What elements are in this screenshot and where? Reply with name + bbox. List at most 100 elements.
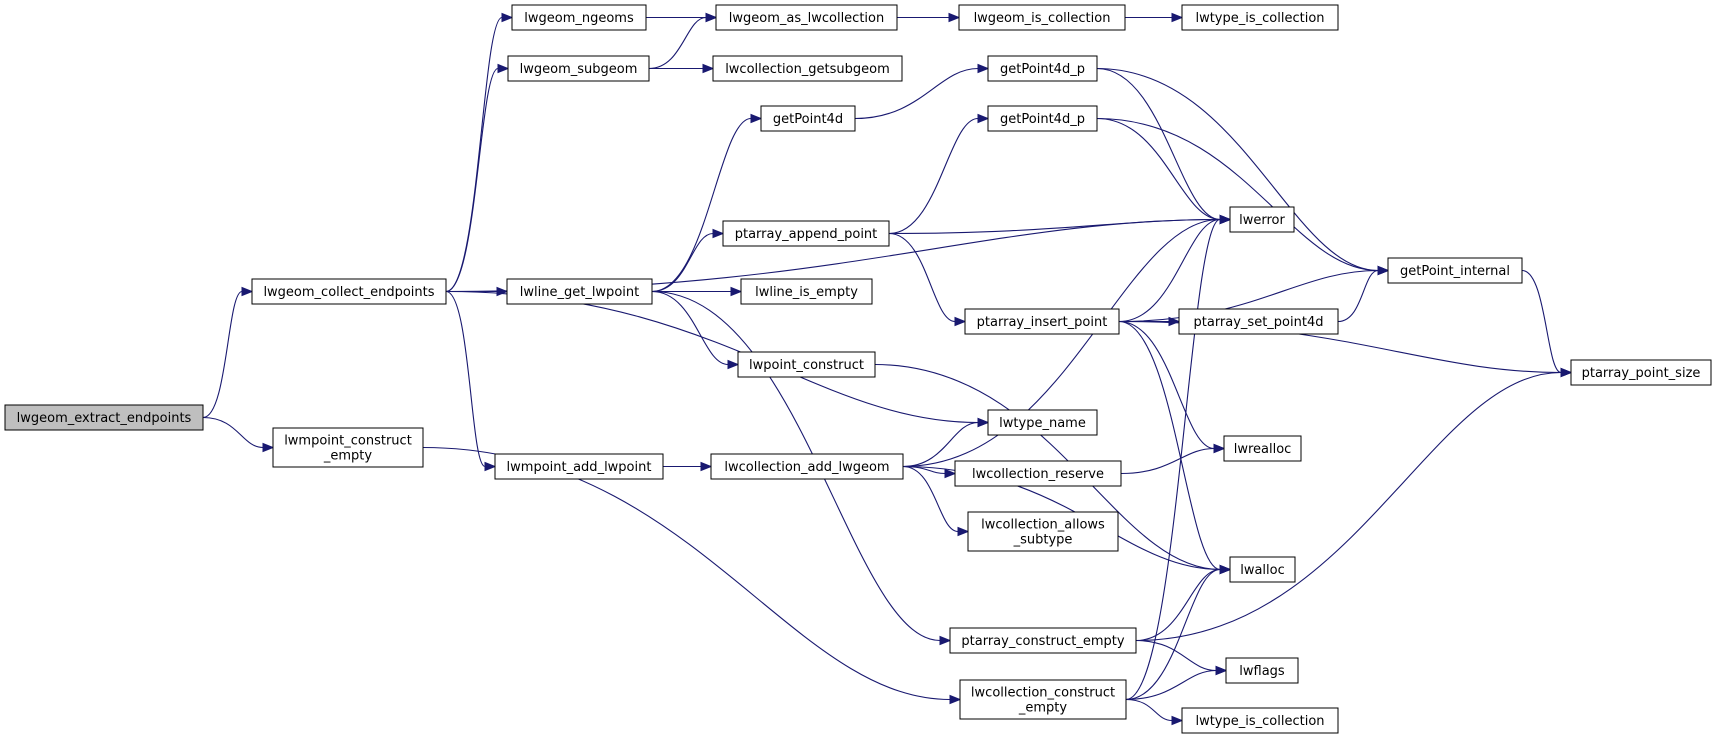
node-gp4d[interactable]: getPoint4d [760, 105, 856, 132]
node-label: lwcollection_allows [981, 518, 1105, 533]
edge-line [445, 290, 979, 424]
edge-lineget-to-gp4d [651, 113, 763, 293]
edge-mpadd-to-colladd [663, 461, 713, 472]
node-box [967, 511, 1119, 552]
edge-line [445, 16, 503, 293]
node-ptapp[interactable]: ptarray_append_point [722, 220, 890, 247]
node-allows[interactable]: lwcollection_allows_subtype [967, 511, 1119, 552]
node-lwerror[interactable]: lwerror [1229, 206, 1295, 233]
node-box [1181, 4, 1339, 31]
node-box [987, 105, 1098, 132]
arrowhead [948, 12, 961, 23]
node-mpce[interactable]: lwmpoint_construct_empty [272, 427, 424, 468]
edge-line [1118, 269, 1379, 323]
node-box [760, 105, 856, 132]
node-box [722, 220, 890, 247]
node-ptce[interactable]: ptarray_construct_empty [949, 627, 1137, 654]
node-box [1181, 707, 1339, 734]
edge-gp4dp2-to-gpint [1096, 117, 1390, 276]
node-label: _subtype [1013, 533, 1073, 548]
edge-subgeom-to-getsub [648, 63, 715, 74]
node-gp4dp1[interactable]: getPoint4d_p [987, 55, 1098, 82]
node-label: lwgeom_as_lwcollection [729, 11, 884, 26]
edge-line [1521, 269, 1562, 374]
node-ptsize[interactable]: ptarray_point_size [1570, 359, 1712, 386]
arrowhead [727, 359, 740, 370]
edge-ptce-to-lwflags [1135, 639, 1228, 676]
node-box [958, 4, 1126, 31]
edge-line [1125, 568, 1221, 701]
node-label: lwflags [1239, 664, 1285, 679]
node-label: lwcollection_add_lwgeom [724, 460, 889, 475]
node-lineget[interactable]: lwline_get_lwpoint [506, 278, 653, 305]
edge-line [445, 290, 486, 468]
edge-line [1337, 269, 1379, 323]
node-label: getPoint_internal [1400, 264, 1510, 279]
node-label: _empty [323, 449, 373, 464]
edge-collce-to-typeiscoll2 [1125, 698, 1184, 726]
node-label: lwmpoint_construct [284, 434, 412, 449]
node-collce[interactable]: lwcollection_construct_empty [959, 679, 1127, 720]
node-tname[interactable]: lwtype_name [987, 409, 1098, 436]
node-extract[interactable]: lwgeom_extract_endpoints [4, 404, 204, 431]
edge-line [854, 67, 979, 120]
node-box [949, 627, 1137, 654]
node-label: lwgeom_is_collection [974, 11, 1111, 26]
node-collect[interactable]: lwgeom_collect_endpoints [251, 278, 447, 305]
arrowhead [954, 316, 967, 327]
node-getsub[interactable]: lwcollection_getsubgeom [712, 55, 903, 82]
node-box [1178, 308, 1339, 335]
node-gp4dp2[interactable]: getPoint4d_p [987, 105, 1098, 132]
node-box [987, 55, 1098, 82]
node-gpint[interactable]: getPoint_internal [1387, 257, 1523, 284]
node-mpadd[interactable]: lwmpoint_add_lwpoint [494, 453, 664, 480]
node-label: lwpoint_construct [749, 358, 864, 373]
node-ngeoms[interactable]: lwgeom_ngeoms [511, 4, 647, 31]
node-label: ptarray_set_point4d [1194, 315, 1324, 330]
node-lineempty[interactable]: lwline_is_empty [740, 278, 873, 305]
edge-line [902, 465, 959, 533]
node-box [964, 308, 1120, 335]
arrowhead [939, 635, 952, 646]
node-box [1229, 556, 1296, 583]
node-lwalloc[interactable]: lwalloc [1229, 556, 1296, 583]
arrowhead [957, 526, 970, 537]
node-box [1225, 657, 1299, 684]
arrowhead [1219, 564, 1232, 575]
node-ptcons[interactable]: lwpoint_construct [737, 351, 876, 378]
node-box [710, 453, 904, 480]
edge-line [1096, 117, 1221, 221]
node-box [987, 409, 1098, 436]
edge-ptapp-to-gp4dp2 [888, 113, 990, 235]
edge-gpint-to-ptsize [1521, 269, 1573, 378]
edge-line [1120, 447, 1215, 475]
edge-iscoll-to-typeiscoll1 [1125, 12, 1184, 23]
edge-collce-to-lwerror [1125, 214, 1232, 701]
node-ptins[interactable]: ptarray_insert_point [964, 308, 1120, 335]
edge-line [1118, 320, 1221, 571]
node-iscoll[interactable]: lwgeom_is_collection [958, 4, 1126, 31]
node-box [954, 460, 1122, 487]
edge-ptins-to-lwrealloc [1118, 320, 1226, 454]
node-typeiscoll1[interactable]: lwtype_is_collection [1181, 4, 1339, 31]
node-label: lwtype_name [999, 416, 1086, 431]
node-setp4d[interactable]: ptarray_set_point4d [1178, 308, 1339, 335]
node-lwrealloc[interactable]: lwrealloc [1223, 435, 1302, 462]
node-lwflags[interactable]: lwflags [1225, 657, 1299, 684]
arrowhead [1168, 316, 1181, 327]
arrowhead [484, 461, 497, 472]
node-label: ptarray_insert_point [977, 315, 1108, 330]
edge-collce-to-lwflags [1125, 665, 1228, 701]
node-label: ptarray_point_size [1582, 366, 1701, 381]
node-colladd[interactable]: lwcollection_add_lwgeom [710, 453, 904, 480]
node-typeiscoll2[interactable]: lwtype_is_collection [1181, 707, 1339, 734]
node-subgeom[interactable]: lwgeom_subgeom [507, 55, 650, 82]
node-collres[interactable]: lwcollection_reserve [954, 460, 1122, 487]
edge-line [888, 117, 979, 235]
node-aslwc[interactable]: lwgeom_as_lwcollection [715, 4, 898, 31]
edge-line [202, 416, 264, 449]
function-nodes: lwgeom_extract_endpoints lwgeom_collect_e… [4, 4, 1712, 734]
arrowhead [1377, 265, 1390, 276]
node-label: lwgeom_subgeom [520, 62, 638, 77]
edge-line [1135, 639, 1217, 672]
